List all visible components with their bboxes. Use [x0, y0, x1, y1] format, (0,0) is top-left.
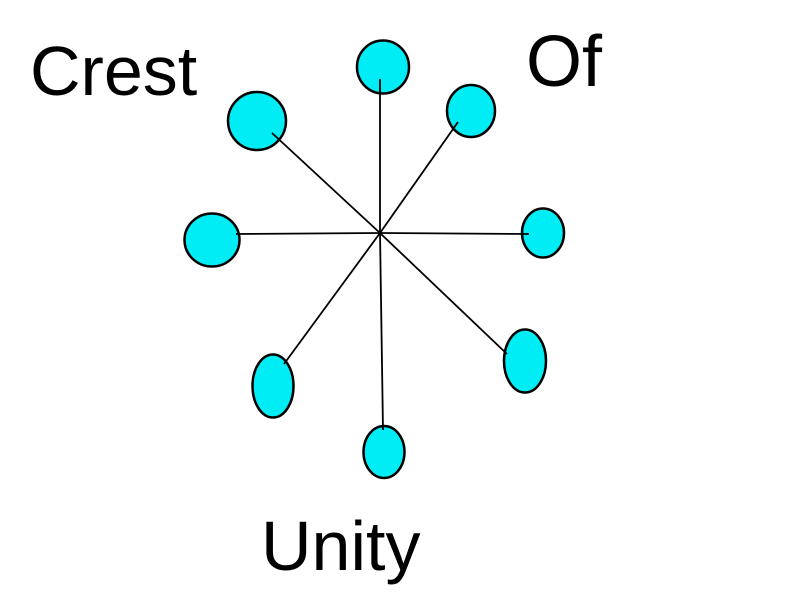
node-ellipse-left: [183, 212, 241, 268]
node-ellipse-top: [355, 39, 411, 95]
spoke-line-bottom: [379, 232, 384, 431]
title-word-of: Of: [526, 22, 603, 102]
node-ellipse-top-left: [226, 90, 288, 152]
node-ellipse-top-right: [445, 83, 497, 139]
spoke-line-right: [379, 232, 530, 235]
node-ellipse-right: [520, 207, 566, 259]
title-word-crest: Crest: [30, 32, 198, 110]
node-ellipse-bottom: [362, 424, 406, 480]
title-word-unity: Unity: [261, 507, 421, 585]
node-ellipse-bottom-left: [251, 353, 295, 419]
spoke-line-top-left: [271, 132, 381, 234]
spoke-line-top-right: [379, 121, 459, 234]
node-ellipse-bottom-right: [502, 328, 548, 394]
spoke-line-bottom-right: [379, 232, 508, 355]
spoke-line-left: [235, 232, 381, 235]
spoke-line-bottom-left: [283, 232, 381, 365]
